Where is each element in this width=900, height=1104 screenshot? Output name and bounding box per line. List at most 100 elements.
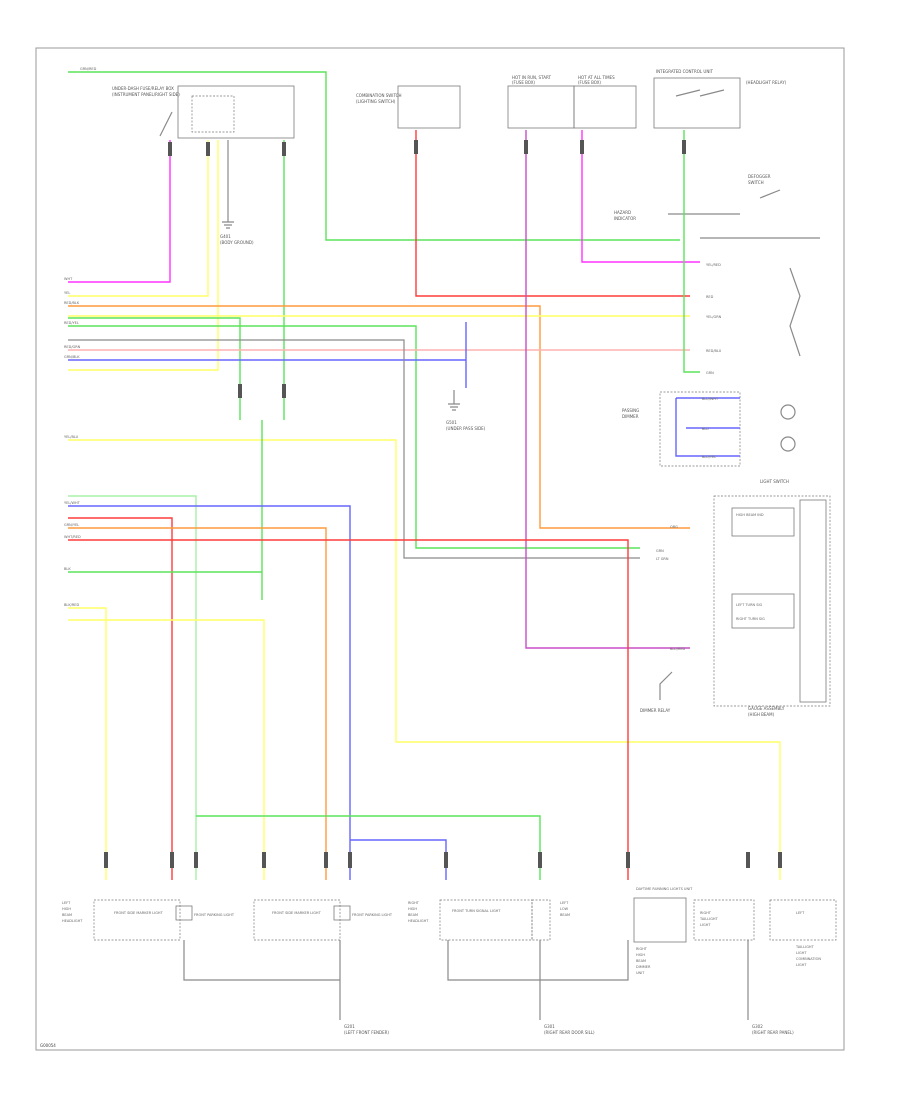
connector-stub: [238, 384, 242, 398]
connector-stub: [580, 140, 584, 154]
drl-unit-box: [633, 897, 687, 943]
fuse-box-sublabel: (INSTRUMENT PANEL/RIGHT SIDE): [112, 92, 180, 97]
wire-label-grn-blk: GRN/BLK: [64, 355, 80, 359]
light-switch-label: LIGHT SWITCH: [760, 479, 789, 484]
wire-label-lt-grn: LT GRN: [656, 557, 669, 561]
connector-stub: [282, 142, 286, 156]
integrated-control-unit-box: [653, 77, 741, 129]
wire-blue-lamp-loop: [675, 397, 740, 457]
wire-blue-bottom-bridge: [350, 839, 447, 880]
front-parking-right-box: [333, 905, 351, 921]
connector-stub: [444, 852, 448, 868]
lamp-cluster-box: [659, 391, 741, 467]
ground-g501-label: G501: [446, 420, 457, 425]
right-taillight-c: LIGHT: [700, 923, 711, 927]
wire-yellow-left-front: [68, 607, 107, 880]
front-parking-left-box: [175, 905, 193, 921]
connector-stub: [414, 140, 418, 154]
wire-grn-red-top: [68, 71, 680, 241]
hot-start-label: HOT IN RUN, START: [512, 75, 551, 80]
right-taillight-a: RIGHT: [700, 911, 712, 915]
connector-stub: [746, 852, 750, 868]
defogger-label-2: SWITCH: [748, 180, 764, 185]
combination-switch-box: [397, 85, 461, 129]
connector-stub: [262, 852, 266, 868]
left-headlight-label-a: LEFT: [62, 901, 71, 905]
right-taillight-b: TAILLIGHT: [699, 917, 719, 921]
comb-switch-label: COMBINATION SWITCH: [356, 93, 401, 98]
ground-bus-left: [183, 940, 341, 1020]
drl-sub-d: DIMMER: [636, 965, 651, 969]
hazard-label-2: INDICATOR: [614, 216, 636, 221]
light-switch-hb-box: [731, 507, 795, 537]
wire-yellow-rear: [68, 439, 781, 880]
icu-label: INTEGRATED CONTROL UNIT: [656, 69, 714, 74]
wire-label-blk-red: BLK/RED: [64, 603, 79, 607]
dimmer-relay-label: DIMMER RELAY: [640, 708, 671, 713]
right-turn-sig-label: RIGHT TURN SIG: [736, 617, 765, 621]
front-side-marker-left-label: FRONT SIDE MARKER LIGHT: [114, 911, 164, 915]
wire-label-grn-2: GRN: [656, 549, 664, 553]
wire-red-lower-long: [68, 539, 629, 880]
ground-g302-sublabel: (RIGHT REAR PANEL): [752, 1030, 794, 1035]
front-parking-left-label: FRONT PARKING LIGHT: [194, 913, 235, 917]
relay-inner-box: [191, 95, 235, 133]
defogger-label: DEFOGGER: [748, 174, 771, 179]
gauge-assy-label: GAUGE ASSEMBLY: [748, 706, 785, 711]
connector-stub: [538, 852, 542, 868]
wire-red-comb: [415, 130, 690, 297]
connector-stub: [348, 852, 352, 868]
wire-yellow-left-front-2: [68, 619, 265, 880]
left-low-beam-label-c: BEAM: [560, 913, 570, 917]
wire-gray-horizontal: [68, 339, 640, 559]
fuse-relay-box: [177, 85, 295, 139]
wire-label-red-yel: RED/YEL: [64, 321, 79, 325]
fuse-box-label: UNDER-DASH FUSE/RELAY BOX: [112, 86, 174, 91]
wire-label-wht-red: WHT/RED: [64, 535, 81, 539]
wire-yellow-fuse: [68, 140, 209, 297]
front-side-marker-right-label: FRONT SIDE MARKER LIGHT: [272, 911, 322, 915]
left-taillight-a: LEFT: [796, 911, 805, 915]
drl-sub-e: UNIT: [636, 971, 645, 975]
ground-g401-symbol: [222, 208, 234, 229]
ground-g501-sublabel: (UNDER PASS SIDE): [446, 426, 486, 431]
left-low-beam-label-a: LEFT: [560, 901, 569, 905]
connector-stub: [194, 852, 198, 868]
wire-label-yel-red: YEL/RED: [706, 263, 721, 267]
defogger-switch-contact: [759, 189, 781, 199]
wire-magenta-left: [68, 140, 171, 283]
wire-label-blu: BLU: [702, 427, 709, 431]
lamp-bulb-2: [780, 436, 796, 452]
wire-label-blu-wht: BLU/WHT: [702, 397, 719, 401]
right-headlight-label-b: HIGH: [408, 907, 417, 911]
high-beam-ind-label: HIGH BEAM IND: [736, 513, 764, 517]
wire-magenta-hot-all: [581, 130, 700, 263]
wire-label-yel-grn: YEL/GRN: [706, 315, 722, 319]
wire-blue-lower: [68, 505, 351, 880]
ground-g501-symbol: [448, 390, 460, 411]
left-taillight-box: [769, 899, 837, 941]
wire-label-yel-wht: YEL/WHT: [64, 501, 81, 505]
wire-red-lower: [68, 517, 173, 880]
ground-g401-label: G401: [220, 234, 231, 239]
front-side-marker-right-box: [253, 899, 341, 941]
right-taillight-box: [693, 899, 755, 941]
light-switch-connector-strip: [799, 499, 827, 703]
drl-sub-b: HIGH: [636, 953, 645, 957]
connector-stub: [524, 140, 528, 154]
hot-all-times-box: [573, 85, 637, 129]
left-taillight-e: LIGHT: [796, 963, 807, 967]
connector-stub: [778, 852, 782, 868]
wire-label-blk: BLK: [64, 567, 71, 571]
passing-label: PASSING: [622, 408, 639, 413]
ground-g401-sublabel: (BODY GROUND): [220, 240, 254, 245]
wire-label-red-blk: RED/BLK: [64, 301, 80, 305]
wire-green-bottom-bridge: [196, 815, 541, 880]
connector-stub: [626, 852, 630, 868]
hazard-label: HAZARD: [614, 210, 631, 215]
wire-label-blu-yel: BLU/YEL: [702, 455, 716, 459]
hot-all-sublabel: (FUSE BOX): [578, 80, 601, 85]
front-parking-right-label: FRONT PARKING LIGHT: [352, 913, 393, 917]
